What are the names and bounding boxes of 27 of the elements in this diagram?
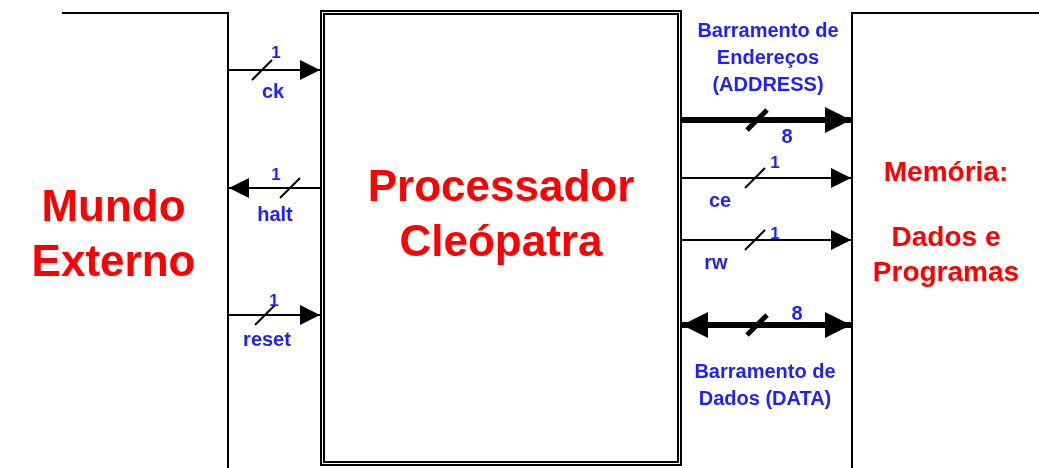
block-region <box>851 12 1039 468</box>
arrow <box>682 312 851 338</box>
edge-label: ck <box>260 79 286 104</box>
block-title: Mundo Externo <box>30 179 197 287</box>
bus-width-label: 1 <box>270 164 282 186</box>
bus-width-label: 8 <box>790 301 804 326</box>
arrow <box>228 60 321 80</box>
block-title: Memória: <box>882 154 1010 189</box>
bus-width-label: 1 <box>270 42 282 64</box>
bus-width-label: 1 <box>769 223 781 245</box>
block-title: Processador Cleópatra <box>366 160 636 267</box>
edge-label: reset <box>242 327 292 352</box>
arrow <box>681 168 852 188</box>
block-title: Dados e Programas <box>871 219 1021 289</box>
edge-label: ce <box>707 188 733 213</box>
edge-label: halt <box>256 202 294 227</box>
edge-label: Barramento de Dados (DATA) <box>693 359 837 411</box>
edge-label: Barramento de Endereços (ADDRESS) <box>696 18 840 97</box>
arrow <box>228 305 321 325</box>
arrow <box>228 178 321 198</box>
processor-box <box>320 10 682 466</box>
arrow <box>681 230 852 250</box>
edge-label: rw <box>703 250 729 275</box>
bus-width-label: 8 <box>780 124 794 149</box>
bus-width-label: 1 <box>268 290 280 312</box>
arrow <box>682 107 851 133</box>
bus-width-label: 1 <box>769 152 781 174</box>
